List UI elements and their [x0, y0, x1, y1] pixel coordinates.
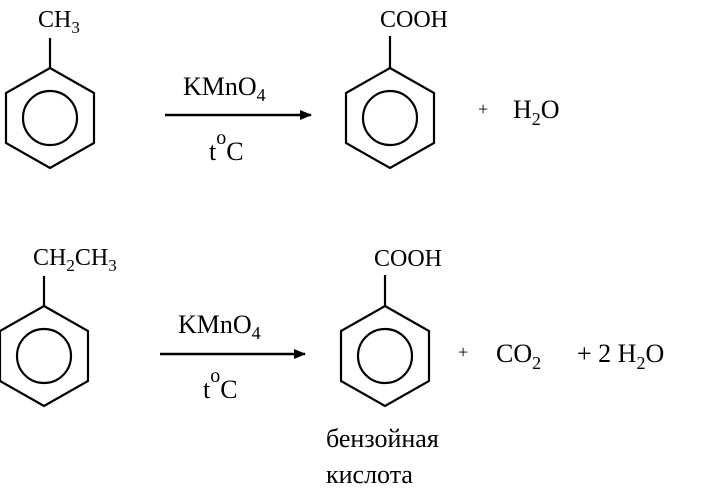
carboxyl-label: COOH: [374, 246, 442, 272]
water-label: + 2 H2O: [577, 339, 664, 373]
reagent-label: KMnO4: [178, 310, 261, 343]
benzoic-acid-ring: [339, 275, 431, 408]
carboxyl-label: COOH: [380, 7, 448, 33]
product-name-line1: бензойная: [326, 424, 439, 453]
temperature-label: toC: [209, 127, 244, 166]
temperature-label: toC: [203, 365, 238, 404]
ethyl-label: CH2CH3: [33, 245, 117, 275]
co2-label: CO2: [496, 339, 541, 373]
plus-sign: +: [458, 342, 468, 362]
toluene-ring: [4, 38, 96, 170]
plus-sign: +: [478, 99, 488, 119]
methyl-label: CH3: [38, 7, 80, 37]
product-name-line2: кислота: [326, 460, 413, 489]
water-label: H2O: [513, 95, 560, 129]
reaction-1: CH3 KMnO4 toC COOH + H2O: [4, 7, 560, 170]
reagent-label: KMnO4: [183, 72, 266, 105]
reaction-2: CH2CH3 KMnO4 toC COOH + CO2 + 2 H2O бенз…: [0, 245, 664, 489]
ethylbenzene-ring: [0, 276, 90, 408]
benzoic-acid-ring: [344, 36, 436, 170]
